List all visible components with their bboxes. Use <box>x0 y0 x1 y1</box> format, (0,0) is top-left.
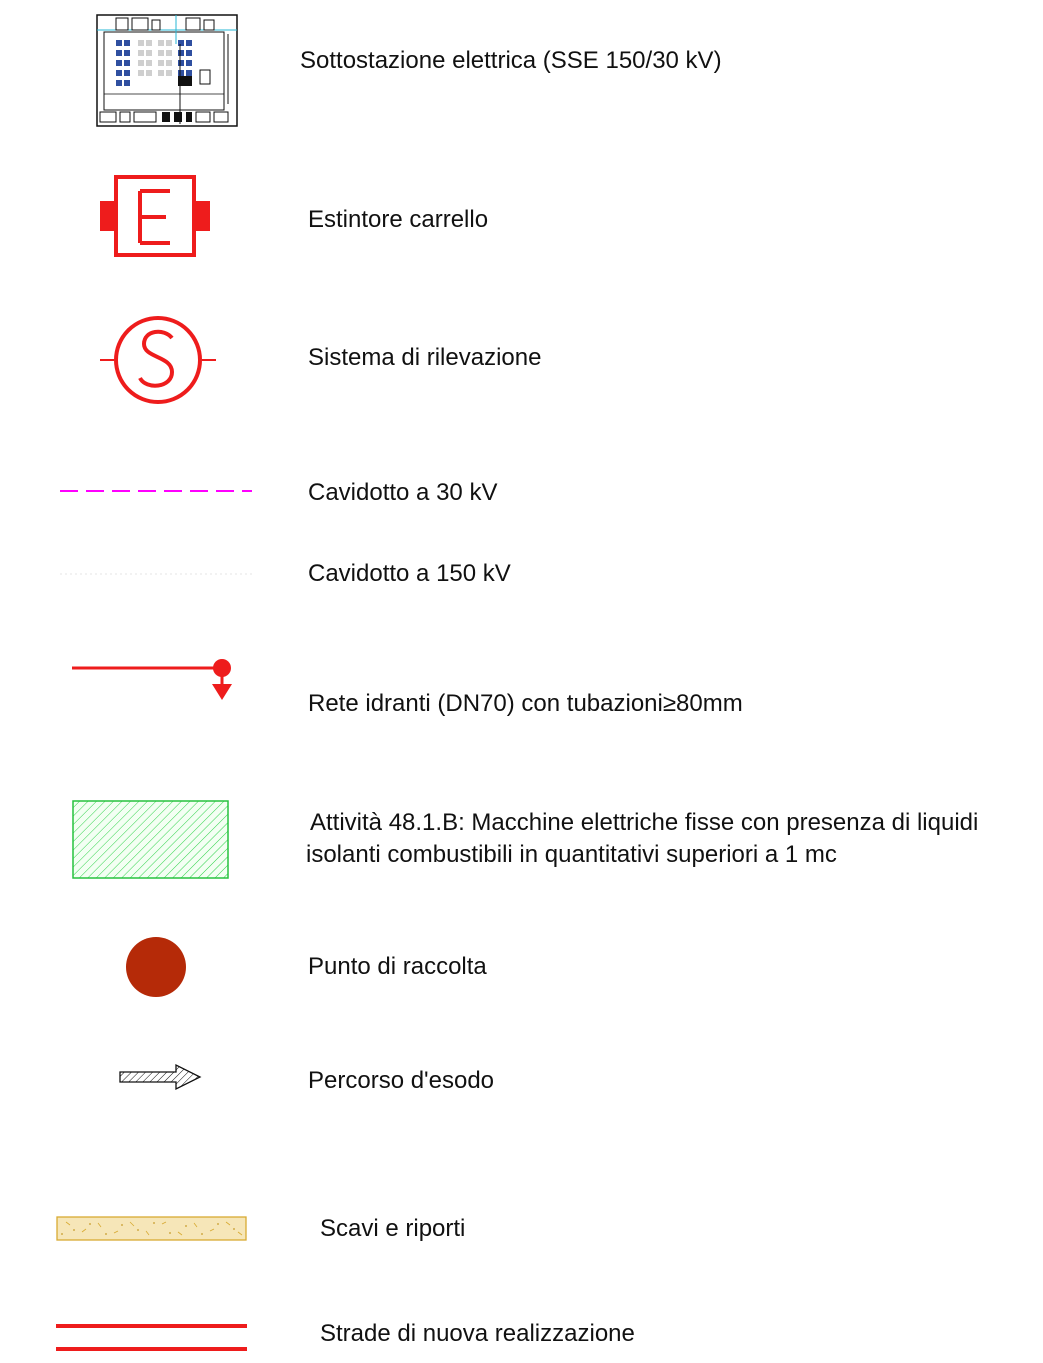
legend-label: Punto di raccolta <box>308 953 487 980</box>
legend-label: Cavidotto a 30 kV <box>308 479 498 506</box>
legend-label: Percorso d'esodo <box>308 1067 495 1094</box>
assembly-point-icon <box>125 936 187 998</box>
legend-label: Scavi e riporti <box>320 1215 466 1242</box>
faint-dotted-line-icon <box>60 568 252 580</box>
legend-label: Attività 48.1.B: Macchine elettriche fis… <box>310 809 979 836</box>
substation-plan-icon <box>96 14 238 128</box>
dashed-magenta-line-icon <box>60 485 252 497</box>
fire-extinguisher-cart-icon <box>100 175 212 259</box>
escape-route-arrow-icon <box>118 1063 202 1091</box>
legend-label: Sottostazione elettrica (SSE 150/30 kV) <box>300 47 722 74</box>
hydrant-network-icon <box>72 656 238 702</box>
legend-label: Sistema di rilevazione <box>308 344 542 371</box>
legend-label: Cavidotto a 150 kV <box>308 560 511 587</box>
legend-label: Rete idranti (DN70) con tubazioni≥80mm <box>308 690 743 717</box>
detection-system-icon <box>100 316 216 404</box>
excavation-fill-icon <box>56 1216 248 1242</box>
legend-label: Strade di nuova realizzazione <box>320 1320 635 1347</box>
double-red-line-icon <box>56 1322 248 1354</box>
green-hatched-area-icon <box>72 800 230 880</box>
legend-label: Estintore carrello <box>308 206 489 233</box>
legend-label-continued: isolanti combustibili in quantitativi su… <box>306 841 837 868</box>
